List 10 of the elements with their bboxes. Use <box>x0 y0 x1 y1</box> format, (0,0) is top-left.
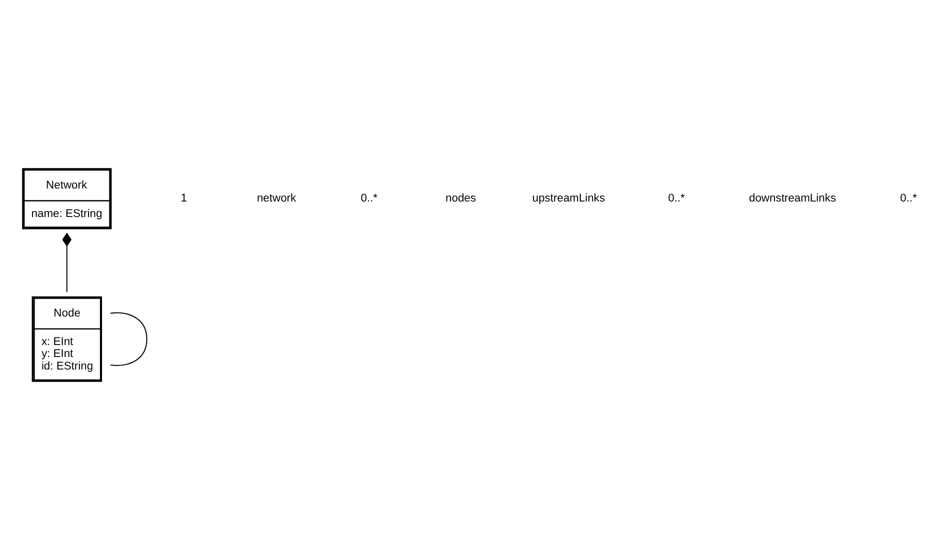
label: 0..* <box>900 192 916 205</box>
label: upstreamLinks <box>532 192 605 205</box>
connector <box>62 232 72 292</box>
label: 0..* <box>360 192 378 205</box>
label: 0..* <box>668 192 684 205</box>
connector <box>110 312 147 366</box>
label: 1 <box>180 192 187 205</box>
label: nodes <box>445 192 476 205</box>
label: network <box>256 192 296 205</box>
label: downstreamLinks <box>748 192 836 205</box>
